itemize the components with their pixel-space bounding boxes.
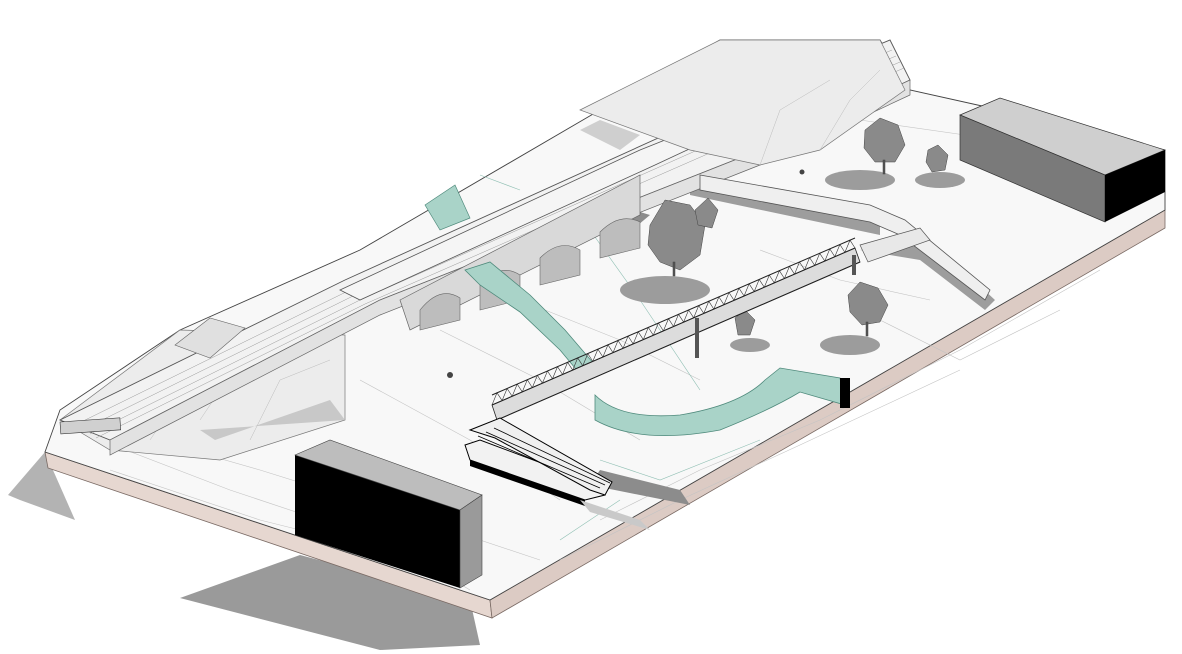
truss-footbridge <box>491 237 861 421</box>
embankment-upper <box>579 39 906 166</box>
railway-end-detail <box>59 417 122 435</box>
lamp-post-2 <box>799 169 805 175</box>
canal-end-gate <box>840 378 850 408</box>
billboard-cast-shadow <box>180 555 480 650</box>
tree-mid-right <box>847 281 889 337</box>
embankment-upper-facets <box>759 69 881 166</box>
grey-block-right <box>959 97 1167 223</box>
switchback-ramp <box>464 417 650 530</box>
tree-top-right-2 <box>925 144 949 173</box>
tree-cluster-center <box>647 197 719 277</box>
ramp-shadow-1 <box>590 470 690 505</box>
base-cast-shadow <box>8 452 75 520</box>
canal-lower <box>594 367 846 436</box>
road-ramp-bridge-landing <box>859 227 931 263</box>
road-ramp-right <box>699 174 991 301</box>
embankment-left-shadow <box>200 400 345 440</box>
station-arches <box>399 174 641 331</box>
small-shed-left <box>174 317 246 359</box>
black-block-left <box>294 439 483 589</box>
embankment-upper-shadow <box>580 120 640 150</box>
teal-wedge <box>424 184 471 231</box>
tree-top-right-1 <box>863 117 906 175</box>
lamp-post-1 <box>447 372 453 378</box>
tree-shadows <box>620 170 965 355</box>
